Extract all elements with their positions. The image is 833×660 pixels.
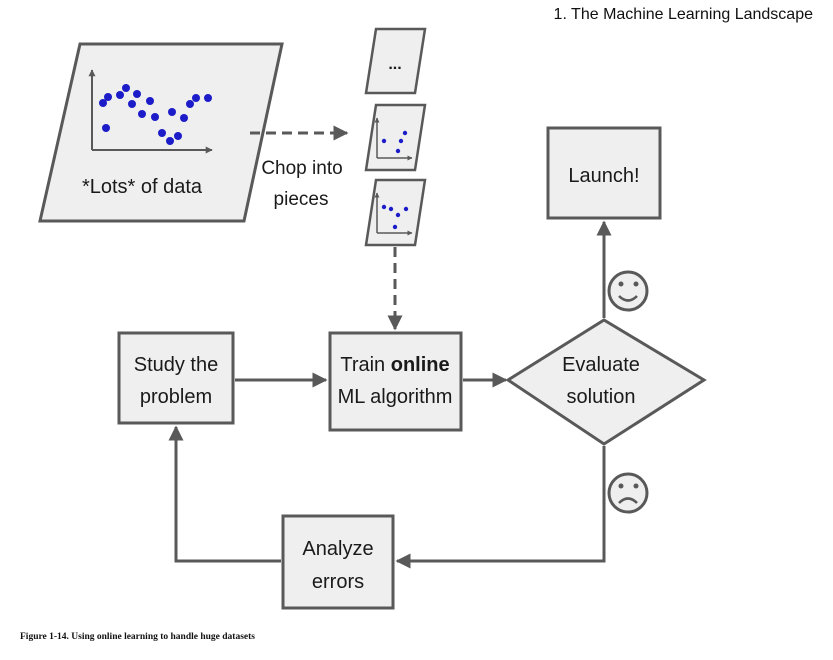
data-piece-2 — [364, 178, 427, 247]
analyze-label-line2: errors — [312, 571, 364, 593]
evaluate-label-line2: solution — [567, 386, 636, 408]
figure-caption: Figure 1-14. Using online learning to ha… — [20, 632, 255, 642]
train-label-line2: ML algorithm — [338, 386, 453, 408]
launch-label: Launch! — [568, 165, 639, 187]
train-label-bold: online — [391, 354, 450, 376]
sad-face-icon — [607, 472, 649, 514]
train-label-prefix: Train — [340, 354, 390, 376]
evaluate-to-analyze-arrow — [395, 446, 606, 569]
analyze-label-line1: Analyze — [302, 538, 373, 560]
online-learning-diagram: *Lots* of data Chop into pieces ... Laun… — [38, 27, 707, 610]
analyze-errors-node: Analyze errors — [281, 514, 395, 610]
train-online-node: Train online ML algorithm — [328, 331, 463, 432]
evaluate-label-line1: Evaluate — [562, 354, 640, 376]
happy-face-icon — [607, 270, 649, 312]
data-piece-1 — [364, 103, 427, 172]
data-piece-ellipsis: ... — [364, 27, 427, 95]
lots-of-data-node: *Lots* of data — [38, 42, 284, 223]
evaluate-solution-node: Evaluate solution — [505, 318, 707, 446]
chop-label-line1: Chop into — [261, 158, 342, 179]
study-label-line2: problem — [140, 386, 212, 408]
chapter-header: 1. The Machine Learning Landscape — [553, 6, 813, 23]
analyze-to-study-arrow — [168, 425, 281, 563]
launch-node: Launch! — [546, 126, 662, 220]
study-label-line1: Study the — [134, 354, 219, 376]
ellipsis-label: ... — [388, 56, 401, 73]
train-label-line1: Train online — [340, 354, 449, 376]
study-problem-node: Study the problem — [117, 331, 235, 425]
data-plot-icon — [88, 69, 213, 154]
lots-of-data-label: *Lots* of data — [82, 176, 203, 198]
chop-label-line2: pieces — [274, 189, 329, 210]
